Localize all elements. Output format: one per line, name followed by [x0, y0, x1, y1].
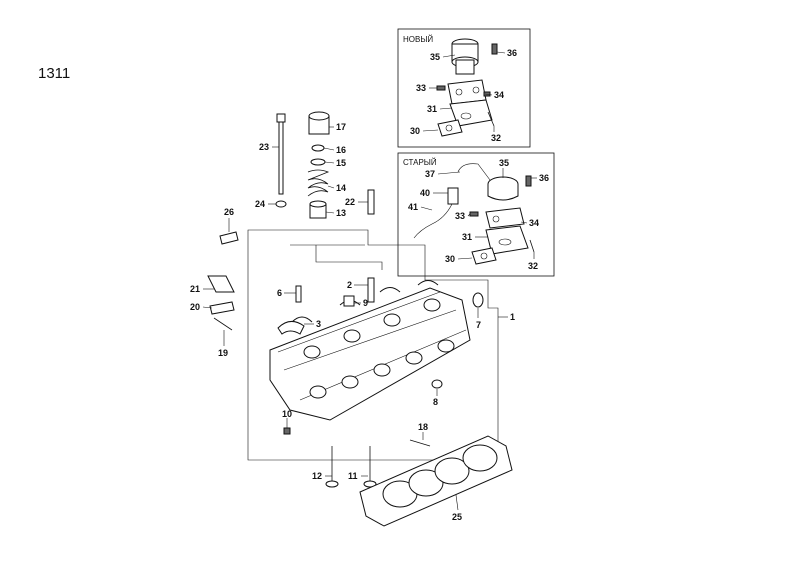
callout-3: 3	[316, 319, 321, 329]
cap-3	[277, 321, 305, 335]
callout-30-old: 30	[445, 254, 455, 264]
valve-11	[363, 480, 377, 488]
main-callouts: 23 17 16 15 14 24 13 22 26 2 6 21 9 20 3…	[190, 122, 515, 522]
callout-6: 6	[277, 288, 282, 298]
stud-18	[409, 439, 431, 447]
old-egr-valve-box: СТАРЫЙ 35 37 36 40 41	[397, 152, 555, 277]
callout-2: 2	[347, 280, 352, 290]
plug-8	[431, 379, 443, 389]
valve-12	[325, 480, 339, 488]
callout-30-new: 30	[410, 126, 420, 136]
dowel-2	[367, 277, 375, 303]
cylinder-head	[207, 229, 499, 461]
callout-15: 15	[336, 158, 346, 168]
callout-13: 13	[336, 208, 346, 218]
callout-12: 12	[312, 471, 322, 481]
page-number: 1311	[38, 65, 70, 82]
callout-8: 8	[433, 397, 438, 407]
callout-19: 19	[218, 348, 228, 358]
head-gasket-25	[359, 435, 513, 527]
callout-32-old: 32	[528, 261, 538, 271]
callout-33-old: 33	[455, 211, 465, 221]
valve-train-parts	[219, 111, 375, 245]
plug-10	[283, 427, 291, 435]
stud-19	[213, 317, 233, 331]
callout-35-old: 35	[499, 158, 509, 168]
old-box-label: СТАРЫЙ	[403, 158, 437, 167]
callout-32-new: 32	[491, 133, 501, 143]
callout-23: 23	[259, 142, 269, 152]
plug-7	[472, 292, 484, 308]
valves	[325, 446, 377, 488]
new-callouts: 35 36 33 34 31 30 32	[410, 48, 517, 143]
callout-36-old: 36	[539, 173, 549, 183]
sensor-21	[207, 275, 235, 293]
callout-16: 16	[336, 145, 346, 155]
callout-35-new: 35	[430, 52, 440, 62]
callout-25: 25	[452, 512, 462, 522]
callout-31-old: 31	[462, 232, 472, 242]
callout-7: 7	[476, 320, 481, 330]
callout-36-new: 36	[507, 48, 517, 58]
new-egr-valve-box: НОВЫЙ 35 36 33 34	[397, 28, 531, 148]
callout-21: 21	[190, 284, 200, 294]
callout-40-old: 40	[420, 188, 430, 198]
washer-24	[275, 200, 287, 208]
callout-41-old: 41	[408, 202, 418, 212]
callout-26: 26	[224, 207, 234, 217]
old-egr-valve-drawing	[413, 163, 535, 265]
callout-14: 14	[336, 183, 346, 193]
callout-37-old: 37	[425, 169, 435, 179]
callout-10: 10	[282, 409, 292, 419]
callout-22: 22	[345, 197, 355, 207]
bolt-6	[295, 285, 302, 303]
callout-33-new: 33	[416, 83, 426, 93]
callout-18: 18	[418, 422, 428, 432]
callout-34-new: 34	[494, 90, 504, 100]
new-box-label: НОВЫЙ	[403, 35, 433, 44]
oil-seal-9	[343, 295, 355, 307]
callout-1: 1	[510, 312, 515, 322]
sensor-20	[209, 301, 235, 315]
callout-11: 11	[348, 471, 358, 481]
old-callouts: 35 37 36 40 41 33 34 31 30 32	[408, 158, 549, 271]
callout-31-new: 31	[427, 104, 437, 114]
callout-17: 17	[336, 122, 346, 132]
new-egr-valve-drawing	[436, 38, 498, 137]
callout-34-old: 34	[529, 218, 539, 228]
old-box-frame	[397, 152, 555, 277]
callout-24: 24	[255, 199, 265, 209]
new-box-frame	[397, 28, 531, 148]
callout-9: 9	[363, 298, 368, 308]
callout-20: 20	[190, 302, 200, 312]
